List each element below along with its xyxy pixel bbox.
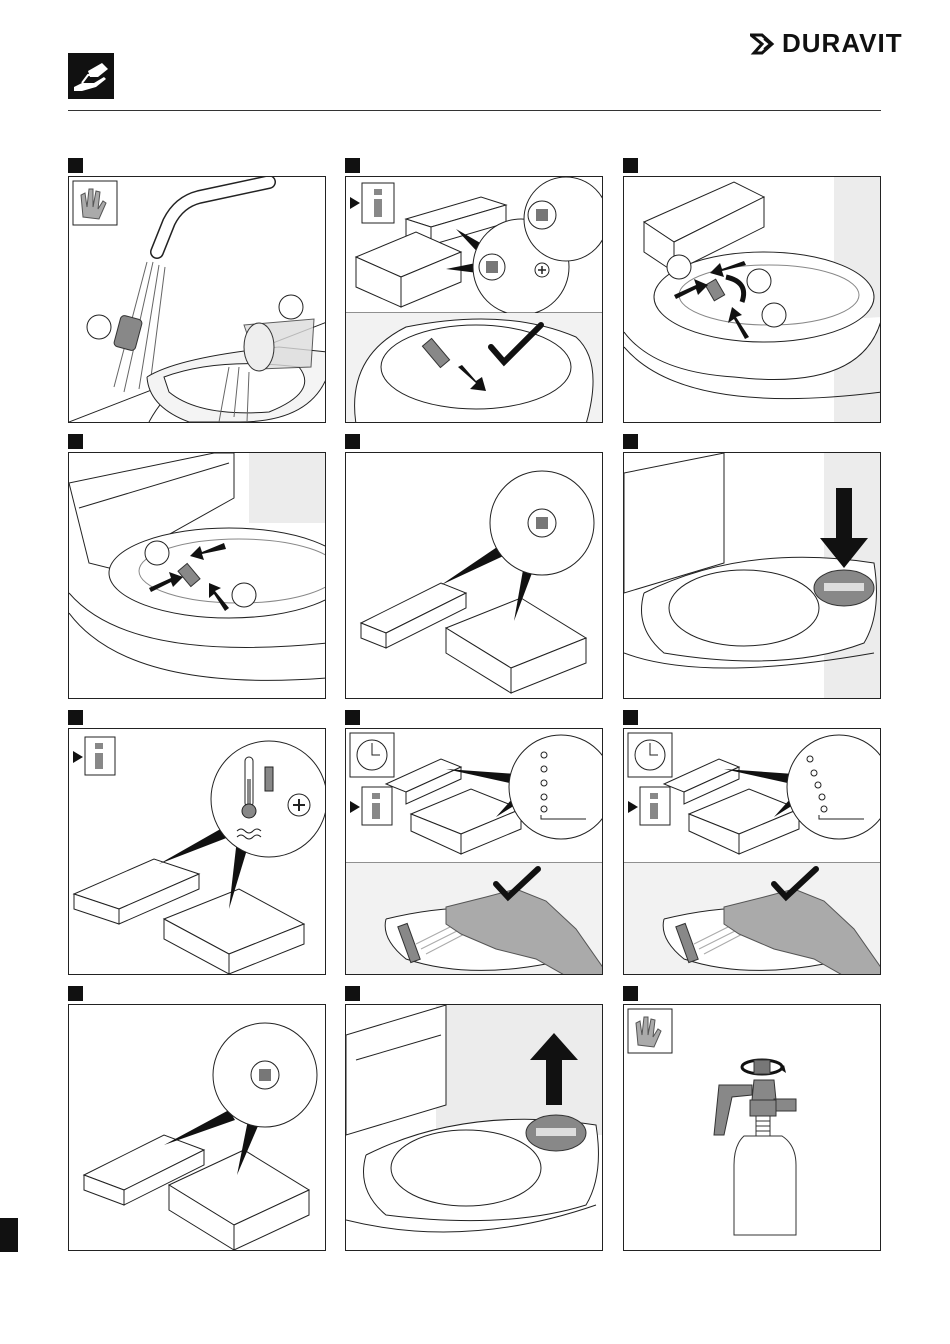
clock-icon [628,733,672,777]
button-icon [490,471,594,575]
step-5-panel [345,452,603,699]
step-3-panel [623,176,881,423]
step-marker [623,158,638,173]
seat-panel-icon [356,232,461,307]
filter-cover-icon [526,1115,586,1151]
step-2-panel [345,176,603,423]
plus-icon [288,794,310,816]
spray-bottle-icon [714,1060,796,1235]
info-icon [73,737,115,775]
step-10-panel [68,1004,326,1251]
step-7-panel [68,728,326,975]
brand-name: DURAVIT [782,28,903,59]
cup-icon [244,319,314,371]
step-12-panel [623,1004,881,1251]
step-marker [345,710,360,725]
level-indicator-icon [787,735,881,839]
duravit-logo-icon [750,33,780,55]
button-icon [213,1023,317,1127]
page-tab-marker [0,1218,18,1252]
info-icon [350,787,392,825]
step-marker [623,986,638,1001]
cleaning-hand-icon [68,53,114,99]
step-marker [345,158,360,173]
step-marker [345,434,360,449]
button-icon [473,177,603,315]
info-icon [350,183,394,223]
step-4-panel [68,452,326,699]
filter-cover-icon [814,570,874,606]
info-icon [628,787,670,825]
step-marker [68,434,83,449]
step-marker [623,710,638,725]
clock-icon [350,733,394,777]
gloves-icon [628,1009,672,1053]
header-divider [68,110,881,111]
step-6-panel [623,452,881,699]
step-marker [623,434,638,449]
step-8-panel [345,728,603,975]
level-indicator-icon [509,735,603,839]
step-marker [68,158,83,173]
step-11-panel [345,1004,603,1251]
step-1-panel [68,176,326,423]
gloves-icon [73,181,117,225]
brand-logo: DURAVIT [750,28,903,59]
tap-icon [157,182,269,252]
step-marker [68,710,83,725]
step-marker [68,986,83,1001]
step-9-panel [623,728,881,975]
nozzle-icon [113,315,143,352]
step-marker [345,986,360,1001]
